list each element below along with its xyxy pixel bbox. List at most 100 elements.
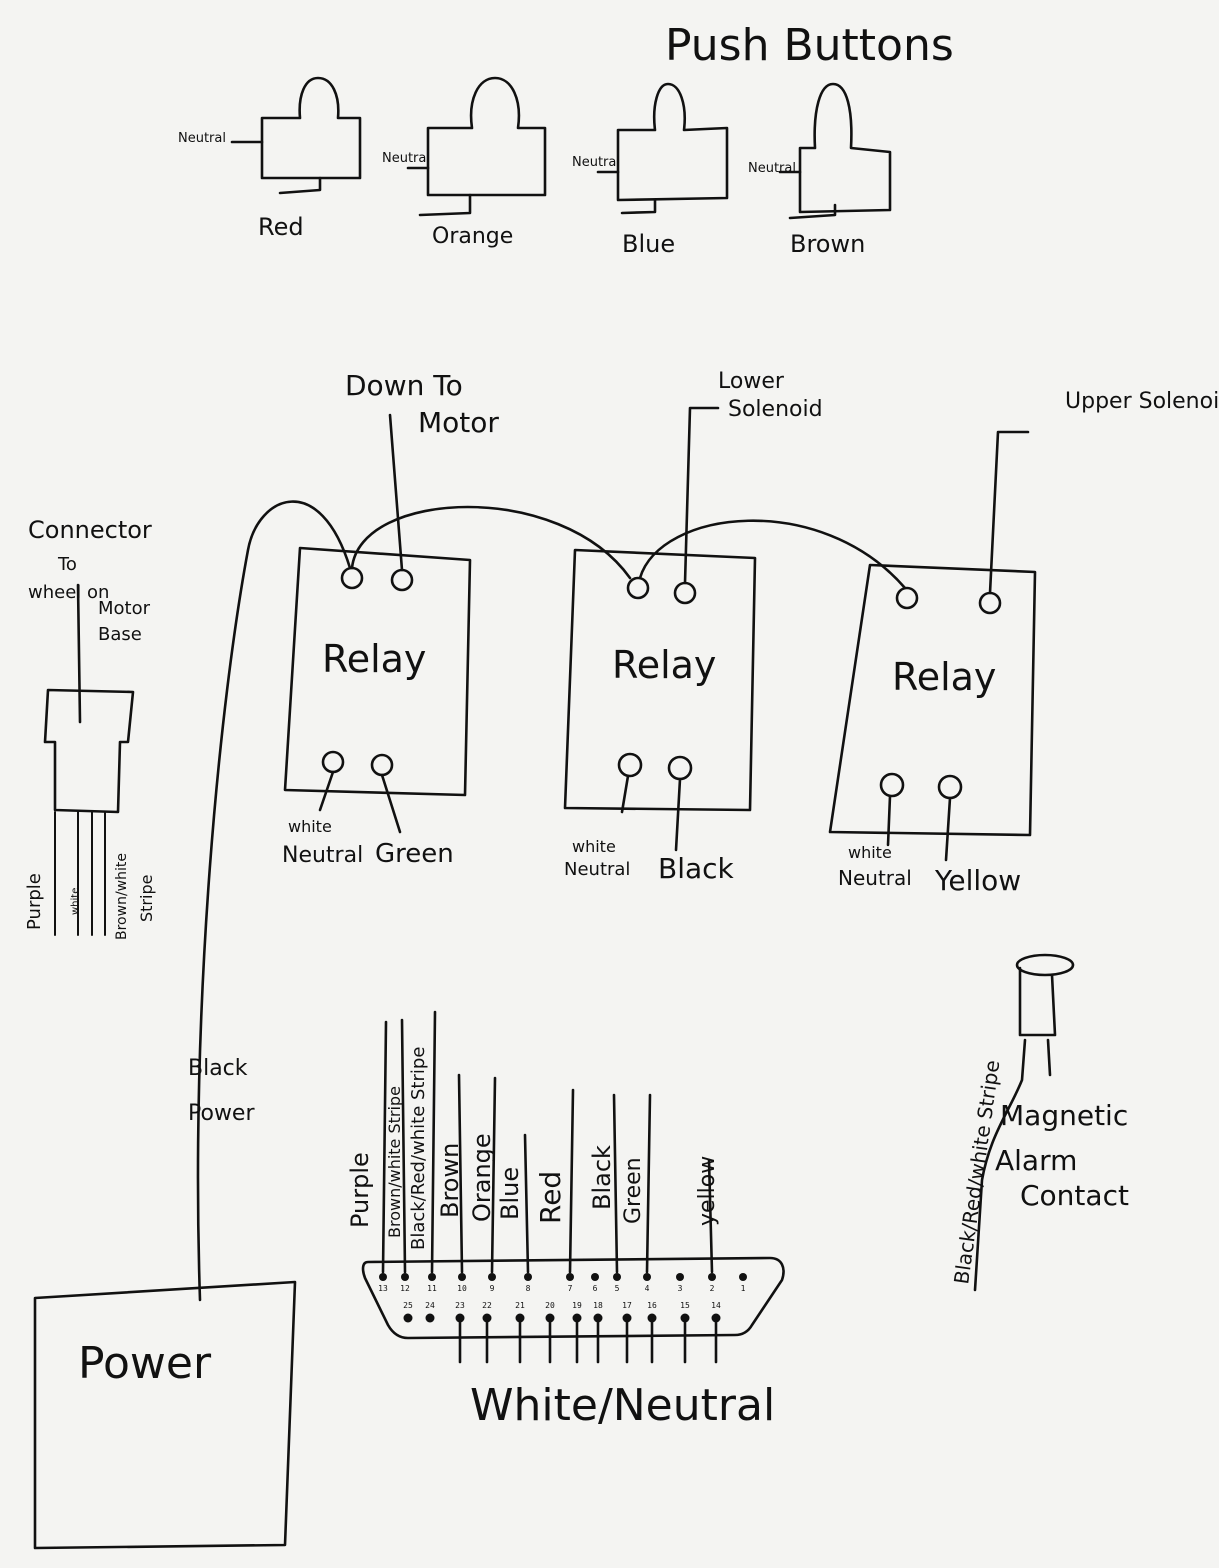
db25-pin [566, 1273, 574, 1281]
diagram-title: Push Buttons [665, 20, 954, 71]
db25-pin [482, 1313, 492, 1323]
relay-neutral-label: Neutral [564, 859, 630, 880]
signal-wire-label: Black [588, 1145, 616, 1210]
relay-neutral-label: white [288, 817, 332, 836]
db25-pin-number: 9 [490, 1284, 495, 1293]
relay-neutral-label: white [572, 837, 616, 856]
signal-wire-label: Brown [436, 1143, 464, 1218]
db25-pin [591, 1273, 599, 1281]
neutral-label: Neutral [382, 151, 430, 166]
db25-pin-number: 3 [678, 1284, 683, 1293]
neutral-label: Neutral [178, 131, 226, 146]
db25-pin [613, 1273, 621, 1281]
button-color-label: Blue [622, 230, 675, 258]
power-wire-label: Black [188, 1056, 248, 1081]
db25-pin [680, 1313, 690, 1323]
signal-wire-label: Blue [496, 1167, 524, 1220]
db25-pin-number: 6 [593, 1284, 598, 1293]
ground-label: White/Neutral [470, 1380, 775, 1431]
relay-output-label: Solenoid [728, 397, 823, 422]
relay-neutral-label: white [848, 843, 892, 862]
black-power-wire [196, 500, 907, 1302]
db25-pin-number: 22 [482, 1301, 492, 1310]
signal-wire [430, 1010, 437, 1274]
db25-pin [676, 1273, 684, 1281]
db25-pin [379, 1273, 387, 1281]
signal-wire [568, 1088, 575, 1274]
db25-pin [622, 1313, 632, 1323]
signal-wire [381, 1020, 388, 1274]
db25-pin-number: 20 [545, 1301, 555, 1310]
db25-pin [708, 1273, 716, 1281]
db25-pin-number: 17 [622, 1301, 632, 1310]
push-button-blue: Neutral Blue [572, 82, 729, 258]
relay-label: Relay [612, 643, 716, 687]
signal-wire-label: yellow [695, 1156, 720, 1226]
db25-pin-number: 7 [568, 1284, 573, 1293]
db25-pin [545, 1313, 555, 1323]
relay-label: Relay [892, 655, 996, 699]
signal-wire-label: Purple [346, 1152, 374, 1228]
relay-2: Relay Lower Solenoid white Neutral Black [563, 369, 823, 885]
db25-pin-number: 19 [572, 1301, 582, 1310]
db25-pin [403, 1313, 413, 1323]
button-color-label: Red [258, 213, 304, 241]
relay-3: Relay Upper Solenoid white Neutral Yello… [828, 389, 1219, 897]
neutral-label: Neutral [572, 155, 620, 170]
contact-label: Alarm [995, 1144, 1077, 1177]
signal-wire [457, 1073, 464, 1274]
relay-output-label: Upper Solenoid [1065, 389, 1219, 414]
db25-pin-number: 13 [378, 1284, 388, 1293]
signal-wire [645, 1093, 652, 1274]
db25-pin [643, 1273, 651, 1281]
db25-pin-number: 16 [647, 1301, 657, 1310]
db25-pin-number: 15 [680, 1301, 690, 1310]
db25-pin [593, 1313, 603, 1323]
signal-wire [523, 1133, 530, 1274]
db25-pin-number: 14 [711, 1301, 721, 1310]
magnetic-alarm-contact: Magnetic Alarm Contact Black/Red/white S… [949, 953, 1129, 1292]
button-color-label: Orange [432, 224, 513, 249]
connector-label: To [57, 554, 77, 575]
db25-pin-number: 25 [403, 1301, 413, 1310]
signal-wire-label: Green [621, 1157, 646, 1224]
db25-pin-number: 4 [645, 1284, 650, 1293]
signal-wire [490, 1076, 497, 1274]
connector-label: Base [98, 624, 142, 645]
connector-label: Connector [28, 516, 152, 544]
relay-output-label: Down To [345, 369, 463, 402]
db25-pin [524, 1273, 532, 1281]
db25-pin-number: 11 [427, 1284, 437, 1293]
db25-pin [711, 1313, 721, 1323]
relay-neutral-label: Neutral [282, 843, 363, 868]
db25-pin-number: 1 [741, 1284, 746, 1293]
connector-wire-label: Stripe [137, 875, 156, 922]
relay-wire-label: Black [658, 852, 735, 885]
relay-neutral-label: Neutral [838, 866, 912, 890]
db25-pin-number: 8 [526, 1284, 531, 1293]
db25-pin [401, 1273, 409, 1281]
signal-wire [612, 1093, 619, 1274]
db25-pin-number: 10 [457, 1284, 467, 1293]
db25-pin [515, 1313, 525, 1323]
db25-pin-number: 18 [593, 1301, 603, 1310]
relay-wire-label: Yellow [934, 864, 1021, 897]
relay-label: Relay [322, 637, 426, 681]
db25-pin [647, 1313, 657, 1323]
db25-pin-number: 23 [455, 1301, 465, 1310]
signal-wire-label: Red [534, 1171, 567, 1224]
db25-pin [455, 1313, 465, 1323]
motor-base-connector: Connector To wheel on Motor Base Purple … [24, 516, 156, 940]
signal-wire [400, 1018, 407, 1274]
db25-pin-number: 2 [710, 1284, 715, 1293]
db25-pin [428, 1273, 436, 1281]
db25-pin-number: 12 [400, 1284, 410, 1293]
button-color-label: Brown [790, 230, 865, 258]
db25-pin [739, 1273, 747, 1281]
connector-label: wheel on [28, 582, 109, 603]
signal-wire [707, 1158, 714, 1274]
neutral-label: Neutral [748, 161, 796, 176]
